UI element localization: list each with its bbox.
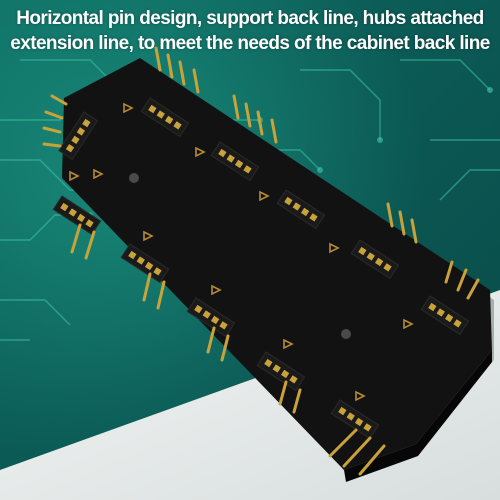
pin-headers <box>52 97 470 440</box>
mounting-hole <box>129 173 139 183</box>
gold-pins <box>42 46 480 476</box>
arrow-markers <box>69 102 414 402</box>
mounting-hole <box>341 329 351 339</box>
caption-line-2: extension line, to meet the needs of the… <box>10 33 490 54</box>
caption-line-1: Horizontal pin design, support back line… <box>16 8 484 29</box>
circuit-traces <box>0 59 500 341</box>
pcb-board <box>62 58 492 470</box>
caption-text: Horizontal pin design, support back line… <box>0 6 500 56</box>
